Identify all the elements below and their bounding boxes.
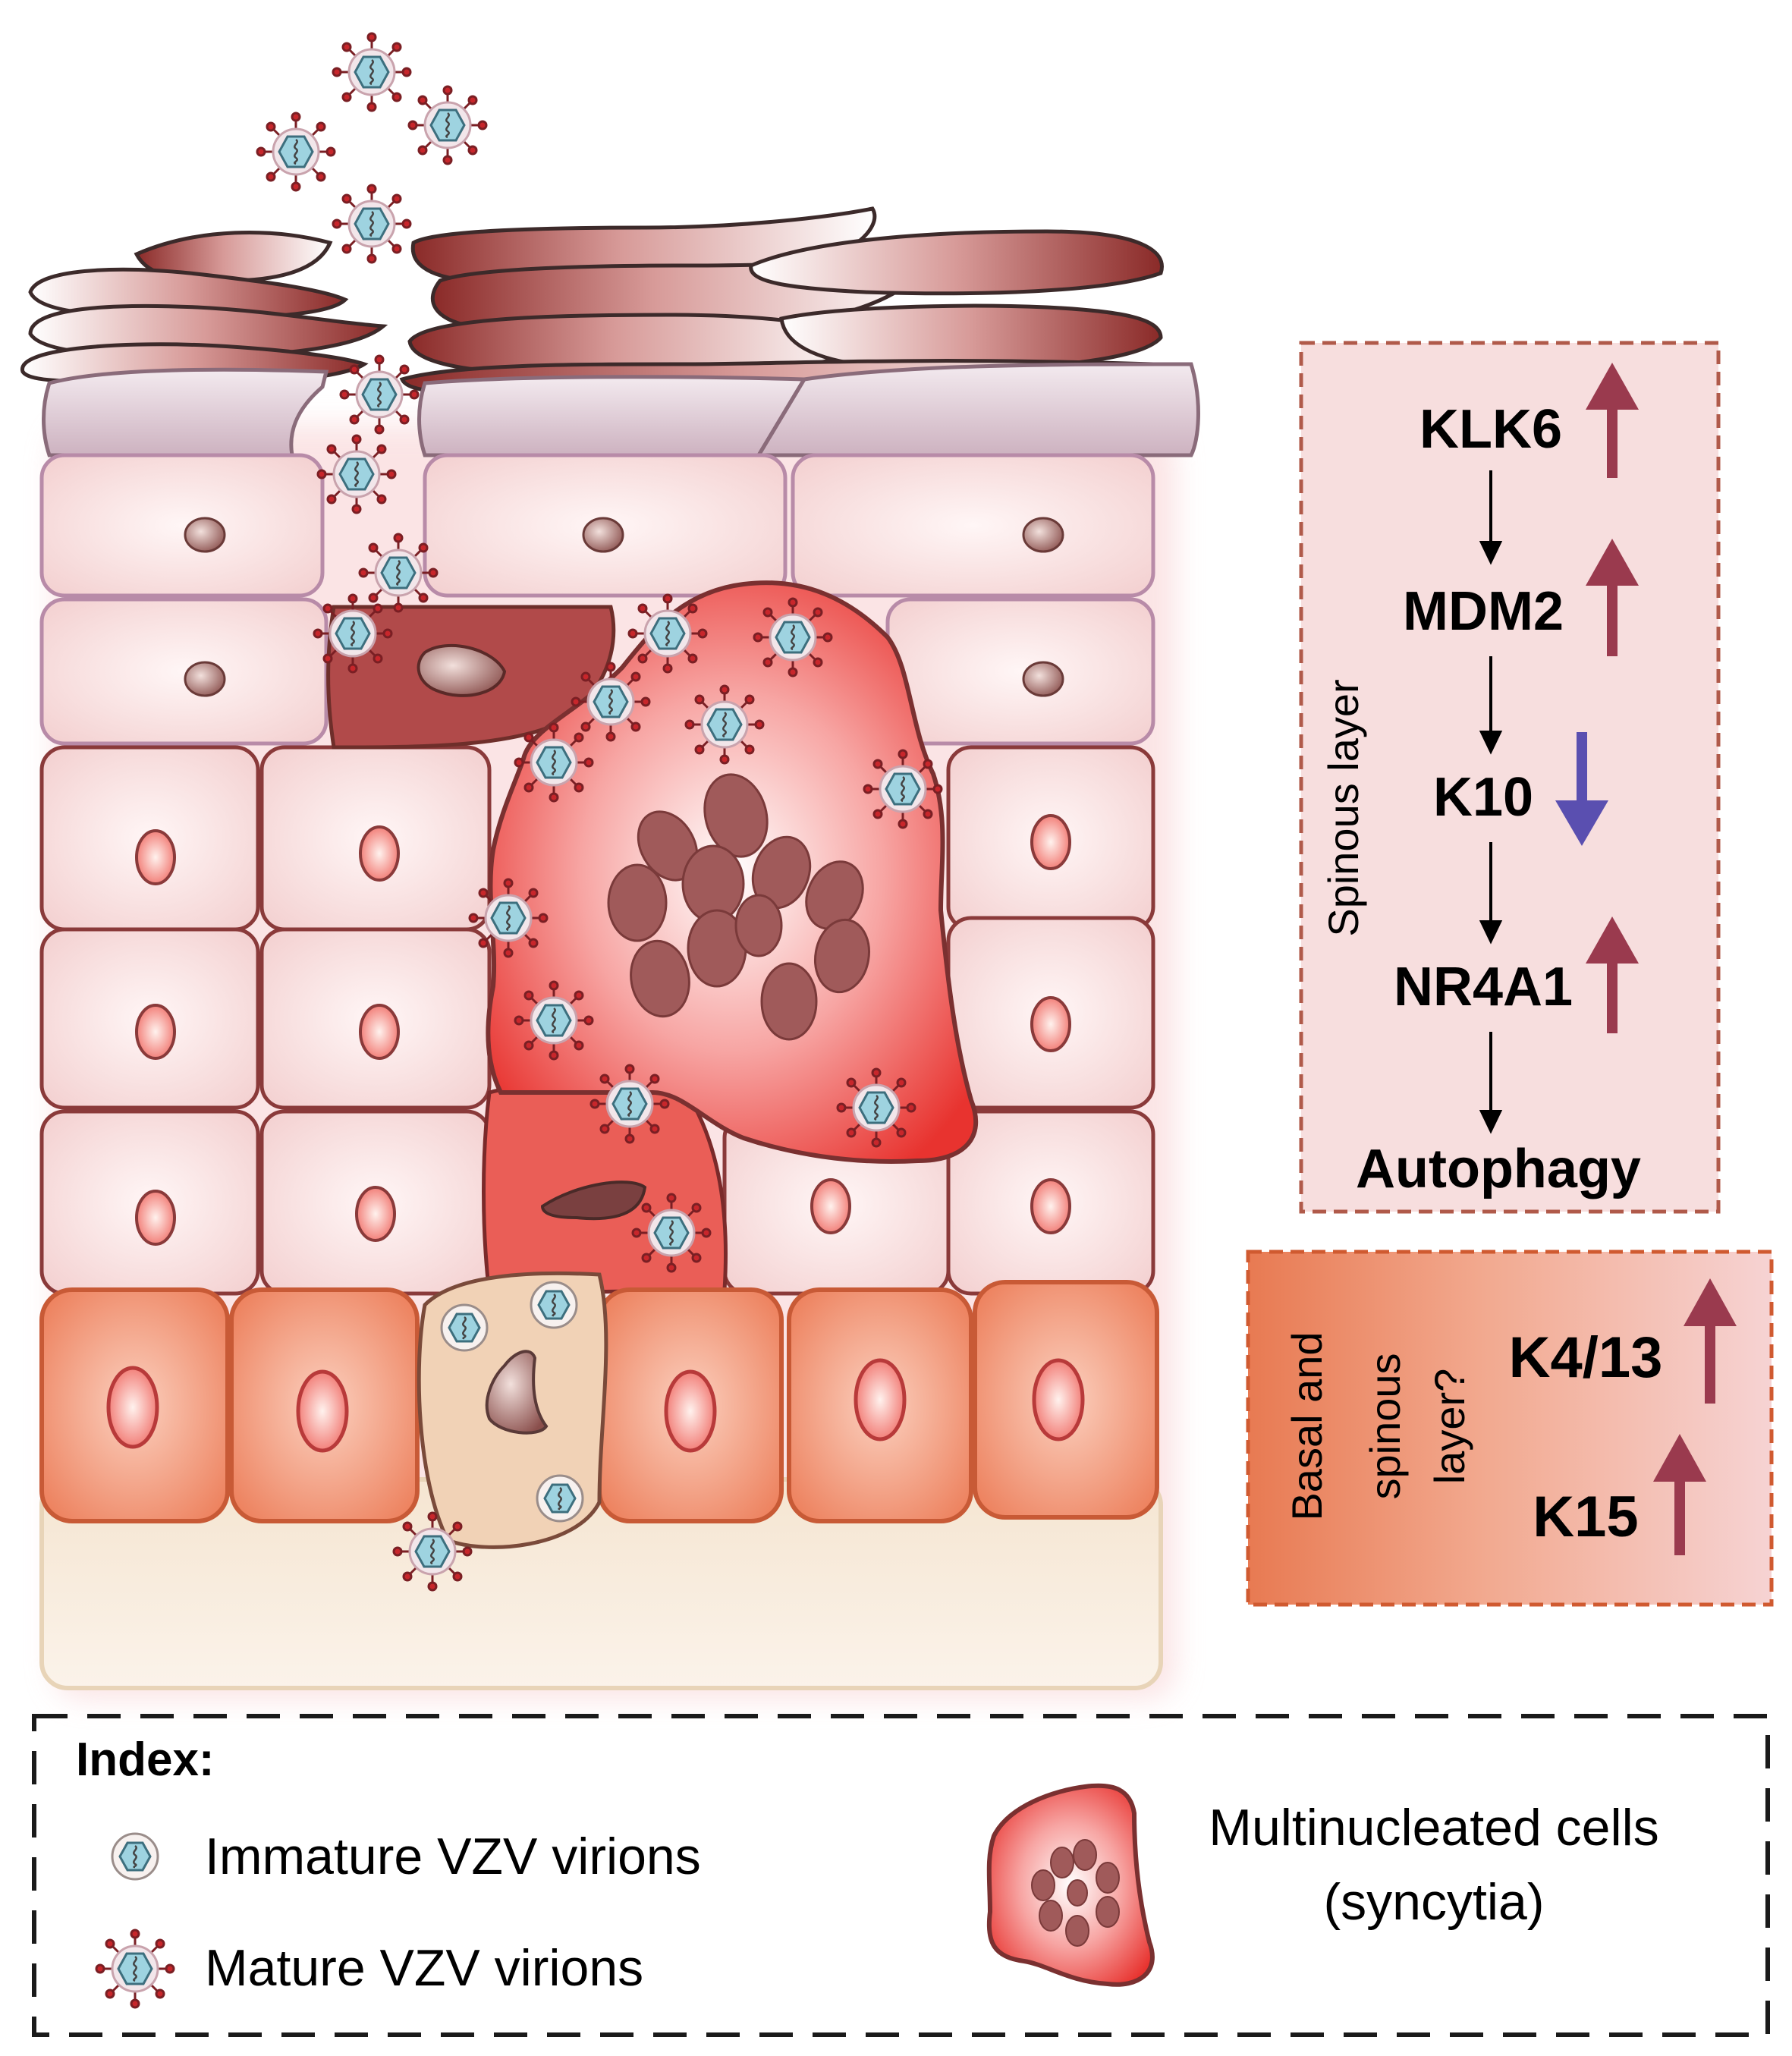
pathway-step-mdm2: MDM2: [1403, 581, 1564, 642]
basal-region-label-line3: layer?: [1426, 1369, 1473, 1485]
immature-virion-icon: [111, 1832, 159, 1881]
legend-mature-label: Mature VZV virions: [205, 1939, 643, 1997]
infected-lower-cell-nucleus: [540, 1180, 647, 1221]
up-arrow-icon: [1586, 539, 1639, 656]
basal-marker-k413: K4/13: [1509, 1325, 1663, 1390]
pathway-step-autophagy: Autophagy: [1356, 1139, 1641, 1199]
basal-region-label-line2: spinous: [1361, 1353, 1409, 1499]
infected-cell-nucleus: [417, 643, 507, 697]
pathway-panel: Spinous layer KLK6 MDM2 K10 NR4A1 Autoph…: [1299, 341, 1721, 1214]
lower-spinous-nuclei: [135, 814, 1071, 1246]
syncytium-nuclei: [607, 773, 870, 1041]
pathway-flow-arrows: [1479, 470, 1503, 1134]
up-arrow-icon: [1684, 1278, 1737, 1404]
pathway-step-k10: K10: [1433, 767, 1533, 828]
syncytia-icon: [986, 1783, 1155, 1987]
legend-immature-label: Immature VZV virions: [205, 1828, 701, 1885]
mature-virion-icon: [95, 1929, 175, 2009]
epidermis: [20, 206, 1200, 1699]
legend-syncytia-label-line2: (syncytia): [1324, 1873, 1545, 1931]
pathway-region-label: Spinous layer: [1319, 679, 1367, 936]
legend-title: Index:: [76, 1734, 215, 1786]
up-arrow-icon: [1586, 916, 1639, 1033]
basal-marker-k15: K15: [1533, 1485, 1638, 1549]
pathway-step-nr4a1: NR4A1: [1394, 957, 1573, 1017]
legend-syncytia-label-line1: Multinucleated cells: [1209, 1799, 1658, 1856]
down-arrow-icon: [1555, 732, 1608, 846]
up-arrow-icon: [1586, 363, 1639, 478]
basal-panel: Basal and spinous layer? K4/13 K15: [1246, 1250, 1774, 1607]
infected-basal-nucleus: [485, 1350, 549, 1435]
legend: Index: Immature VZV virions Mature VZV v…: [32, 1714, 1770, 2037]
basal-layer: [39, 1280, 1159, 1523]
basal-nuclei: [106, 1358, 1085, 1453]
pathway-box: [1299, 341, 1721, 1214]
upper-spinous-nuclei: [184, 517, 1064, 697]
basal-region-label-line1: Basal and: [1283, 1331, 1331, 1520]
stratum-granulosum: [42, 362, 1200, 457]
up-arrow-icon: [1653, 1434, 1706, 1555]
legend-box: [32, 1714, 1770, 2037]
pathway-step-klk6: KLK6: [1419, 399, 1562, 460]
